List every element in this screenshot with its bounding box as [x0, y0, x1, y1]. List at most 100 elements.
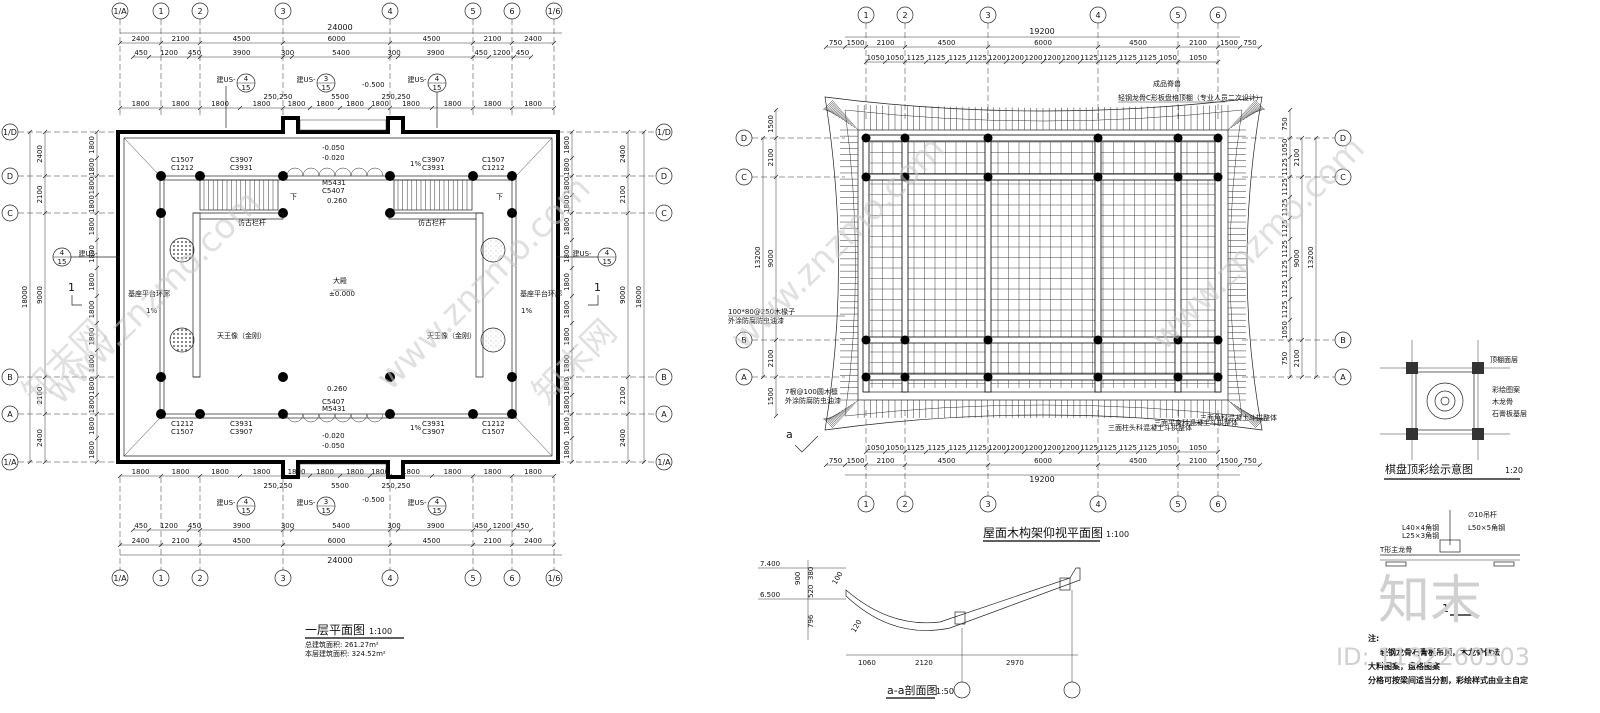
- detail-scale: 1:20: [1505, 466, 1523, 475]
- detail-note-3: 木龙骨: [1492, 397, 1513, 406]
- roof-column: [983, 133, 993, 143]
- roof-dim-bottom-1: 1500: [847, 457, 865, 465]
- plan-dim3-top-5: 1800: [316, 100, 334, 108]
- roof-dim-right-inner-11: 750: [1281, 352, 1289, 365]
- door-swing-top: [334, 167, 352, 177]
- roof-axis-top-3-label: 4: [1095, 11, 1100, 20]
- callout-top-left-num: 4: [244, 75, 249, 83]
- plan-dim2-bottom-8: 450: [474, 522, 487, 530]
- plan-axis-right-0: [655, 123, 673, 141]
- callout-top-left-sheet: 15: [242, 84, 251, 92]
- door-swing-bottom: [334, 413, 352, 423]
- plan-dim-bottom-6: 2400: [524, 537, 542, 545]
- hall-label: 大殿: [333, 276, 347, 285]
- elev-top-3: 0.260: [327, 197, 347, 205]
- roof-columns: [861, 133, 1223, 382]
- plan-scale: 1:100: [369, 627, 392, 636]
- roof-dim2-bottom-10: 1200: [1062, 444, 1080, 452]
- plan-axis-right-3: [655, 368, 673, 386]
- footer-note-1: 轻钢龙骨石膏板吊顶，木龙骨做法: [1380, 647, 1500, 657]
- plan-dim3-bottom-5: 1800: [316, 468, 334, 476]
- door-c1212-bl: C1212: [171, 420, 194, 428]
- plan-axis-top-7-label: 1/6: [548, 7, 561, 16]
- plan-axis-top-5-label: 5: [470, 7, 475, 16]
- section-dim-d1: 100: [831, 570, 845, 586]
- roof-column: [983, 172, 993, 182]
- plan-dim-left-inner-7: 1800: [88, 301, 96, 319]
- plan-dim-top-6: 2400: [524, 35, 542, 43]
- plan-dim-bottom-2: 4500: [233, 537, 251, 545]
- plan-title: 一层平面图: [305, 623, 365, 637]
- roof-dim-top-2: 2100: [877, 39, 895, 47]
- plan-axis-bottom-4-label: 4: [387, 574, 392, 583]
- detail-rosette: [1426, 382, 1464, 420]
- roof-dim-bottom-2: 2100: [877, 457, 895, 465]
- detail-panel: [1415, 371, 1475, 431]
- plan-axis-left-4-label: A: [7, 410, 13, 419]
- roof-dim-right-inner-10: 1050: [1281, 321, 1289, 339]
- roof-axis-right-1-label: C: [1340, 173, 1346, 182]
- roof-dim2-bottom-12: 1125: [1099, 444, 1117, 452]
- plan-dim-bottom-4: 4500: [423, 537, 441, 545]
- plan-dim-250-bottom-r: 250,250: [382, 482, 411, 490]
- detail-note-1: 顶棚面层: [1490, 355, 1518, 364]
- plan-dim-right-inner-3: 1800: [563, 195, 571, 213]
- door-c1212-tr: C1212: [482, 164, 505, 172]
- outer-wall: [116, 116, 560, 479]
- roof-dim-top-1: 1500: [847, 39, 865, 47]
- plan-dim-right-3: 2100: [619, 387, 627, 405]
- detail-note-2: 彩绘图案: [1492, 385, 1520, 394]
- plan-dim3-top-0: 1800: [132, 100, 150, 108]
- roof-column: [1213, 133, 1223, 143]
- plan-dim-right-inner-13: 1800: [563, 441, 571, 459]
- plan-dim3-top-10: 1800: [484, 100, 502, 108]
- statue-label-right: 天王像（金刚）: [427, 331, 476, 340]
- callout-bottom-left-sheet: 15: [242, 507, 251, 515]
- section-mark-left: 1: [68, 281, 75, 294]
- door-c1212-br: C1212: [482, 420, 505, 428]
- roof-eave-outline: [824, 96, 1263, 431]
- callout-top-left-prefix: 建US-: [216, 75, 236, 84]
- roof-note-purlin: 7根@100圆木檩: [785, 387, 838, 396]
- roof-dim2-bottom-2: 1125: [907, 444, 925, 452]
- plan-dim-left-inner-12: 1800: [88, 417, 96, 435]
- roof-dims-right: 2100900021001320075010501125112511251125…: [1281, 107, 1319, 380]
- door-c5-top: C5407: [322, 187, 345, 195]
- door-swing-bottom: [318, 413, 336, 423]
- door-c1507-bl: C1507: [171, 428, 194, 436]
- plan-dim-left-inner-1: 1800: [88, 158, 96, 176]
- roof-dim-right-inner-7: 1125: [1281, 260, 1289, 278]
- footer-note-label: 注:: [1368, 633, 1379, 643]
- roof-dim-bottom-7: 1500: [1220, 457, 1238, 465]
- platform-label-right: 基座平台环廊: [520, 289, 562, 298]
- plan-axis-right-5-label: 1/A: [657, 458, 671, 467]
- plan-dim2-top-5: 5400: [332, 49, 350, 57]
- column: [468, 409, 478, 419]
- plan-dims-right: 2400210090002100240018000180018001800180…: [563, 129, 647, 465]
- section-mark-right: 1: [594, 281, 601, 294]
- plan-dim-bottom-5: 2100: [484, 537, 502, 545]
- plan-dim3-top-1: 1800: [172, 100, 190, 108]
- roof-axis-left-1-label: C: [741, 173, 747, 182]
- roof-dim2-bottom-13: 1125: [1119, 444, 1137, 452]
- roof-column: [1173, 335, 1183, 345]
- door-c1212-tl: C1212: [171, 164, 194, 172]
- roof-dim-right-inner-9: 1125: [1281, 301, 1289, 319]
- roof-note-rafter-paint: 外涂防腐防虫油漆: [728, 316, 784, 325]
- plan-dim-5500-bottom: 5500: [331, 482, 349, 490]
- plan-dim-right-inner-0: 1800: [563, 136, 571, 154]
- watermark-logo: 知末: [1378, 571, 1482, 631]
- section-dim-h3: 2970: [1006, 659, 1024, 667]
- plan-dim-right-inner-6: 1800: [563, 273, 571, 291]
- door-c3931-bl: C3931: [230, 420, 253, 428]
- roof-note-bracket1: 三面柱头科混凝土斗拱整体: [1108, 423, 1192, 432]
- roof-dim-left-2: 9000: [767, 250, 775, 268]
- plan-axis-right-4-label: A: [661, 410, 667, 419]
- door-m-top: M5431: [322, 179, 346, 187]
